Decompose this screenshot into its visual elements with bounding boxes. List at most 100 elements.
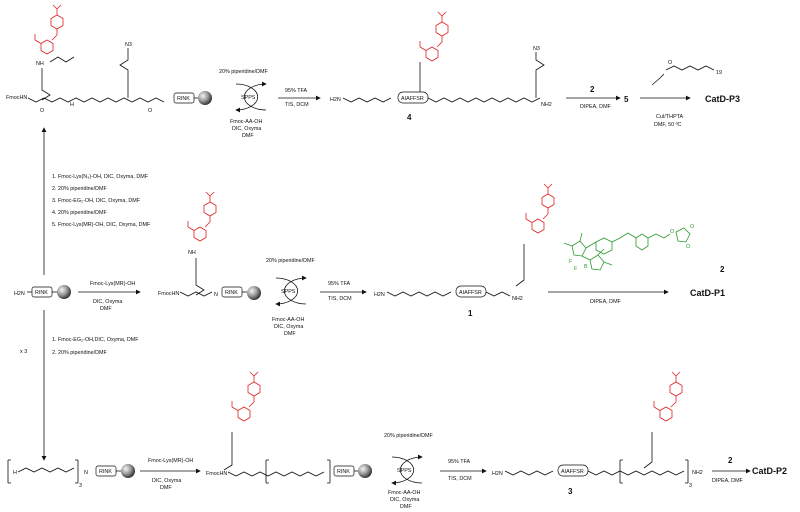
peg-4a bbox=[342, 97, 392, 103]
bracket-right-3 bbox=[685, 459, 689, 484]
peg-bottom-mid bbox=[227, 471, 325, 477]
catd-p1: CatD-P1 bbox=[690, 288, 725, 298]
top-cycle-arrow-1 bbox=[235, 83, 259, 113]
seq-3: AIAFFSR bbox=[561, 469, 584, 475]
bottom-couple-b2: DMF bbox=[160, 485, 172, 491]
top-cycle-reagent: 20% piperidine/DMF bbox=[219, 69, 269, 75]
bottom-final-cond: DIPEA, DMF bbox=[712, 478, 744, 484]
dye-fragment-mid bbox=[187, 191, 217, 242]
c-term-1 bbox=[485, 291, 511, 297]
peg-bottom-start bbox=[17, 467, 75, 473]
top-cycle-arrow-2 bbox=[243, 81, 267, 111]
bottom-cycle-b1: Fmoc-AA-OH bbox=[388, 490, 420, 496]
compound-4-number: 4 bbox=[407, 113, 412, 122]
bodipy-linker: O O O bbox=[619, 224, 694, 251]
n3-4: N3 bbox=[533, 46, 540, 52]
vstep-2: 2. 20% piperidine/DMF bbox=[52, 186, 108, 192]
sub-3-compound: 3 bbox=[689, 483, 692, 489]
top-step2-num: 2 bbox=[590, 85, 595, 94]
nh2-4: NH2 bbox=[541, 102, 552, 108]
catd-p3: CatD-P3 bbox=[705, 94, 740, 104]
peg-linker-top bbox=[27, 97, 165, 103]
repeat-x3: x 3 bbox=[20, 349, 27, 355]
resin-bead-start bbox=[57, 285, 71, 299]
bottom-couple-b1: DIC, Oxyma bbox=[152, 478, 181, 484]
fmochn-top: FmocHN bbox=[6, 95, 27, 101]
nh-mid: NH bbox=[188, 250, 196, 256]
bottom-cycle-arrow-1 bbox=[391, 456, 415, 486]
azido-chain-top bbox=[119, 48, 129, 98]
n3-label-top: N3 bbox=[125, 42, 132, 48]
lys-side-bottom bbox=[223, 432, 233, 471]
nh2-1: NH2 bbox=[512, 296, 523, 302]
vstep-1: 1. Fmoc-Lys(N₃)-OH, DIC, Oxyma, DMF bbox=[52, 174, 149, 180]
rink-label-top: RINK bbox=[177, 96, 190, 102]
dye-fragment-3 bbox=[653, 371, 683, 422]
mid-cycle-b3: DMF bbox=[284, 331, 296, 337]
nh-label-top: NH bbox=[36, 61, 44, 67]
mid-couple-b1: DIC, Oxyma bbox=[93, 299, 122, 305]
bottom-sub-3: 3 bbox=[79, 483, 82, 489]
click-2: DMF, 50 ºC bbox=[654, 122, 682, 128]
peptide-box-1 bbox=[455, 285, 487, 298]
h2n-start: H2N bbox=[14, 291, 25, 297]
mid-couple-b2: DMF bbox=[100, 306, 112, 312]
peg-alkyne bbox=[665, 65, 715, 71]
mid-cycle-spps: SPPS bbox=[281, 289, 296, 295]
rink-label-bottom-mid: RINK bbox=[337, 469, 350, 475]
lys-side-top bbox=[41, 68, 51, 101]
dye-fragment-4 bbox=[419, 11, 449, 62]
mid-h: N bbox=[214, 292, 218, 298]
top-cycle-b2: DIC, Oxyma bbox=[232, 126, 261, 132]
bracket-left-3 bbox=[619, 459, 623, 484]
vstep-3: 3. Fmoc-EG₂-OH, DIC, Oxyma, DMF bbox=[52, 198, 141, 204]
top-step2-cond: DIPEA, DMF bbox=[580, 104, 612, 110]
mid-cycle-b2: DIC, Oxyma bbox=[274, 324, 303, 330]
top-cleave-2: TIS, DCM bbox=[285, 102, 309, 108]
bottom-cleave-1: 95% TFA bbox=[448, 459, 470, 465]
peg-1 bbox=[386, 291, 452, 297]
o-label-top-1: O bbox=[40, 108, 44, 114]
peg-o: O bbox=[668, 60, 672, 66]
svg-text:O: O bbox=[686, 244, 690, 250]
lys-chain-3 bbox=[643, 432, 653, 469]
peptide-box-3 bbox=[557, 464, 589, 477]
bodipy-reagent: F F B bbox=[563, 232, 621, 272]
lstep-1: 1. Fmoc-EG₂-OH,DIC, Oxyma, DMF bbox=[52, 337, 139, 343]
bottom-cycle-spps: SPPS bbox=[397, 468, 412, 474]
compound-3-number: 3 bbox=[568, 487, 573, 496]
nh2-3: NH2 bbox=[692, 470, 703, 476]
mid-couple-top: Fmoc-Lys(MR)-OH bbox=[90, 281, 135, 287]
top-cycle-b3: DMF bbox=[242, 133, 254, 139]
top-cycle-spps: SPPS bbox=[241, 95, 256, 101]
svg-text:B: B bbox=[584, 264, 588, 270]
o-label-top-2: O bbox=[148, 108, 152, 114]
azido-chain-4 bbox=[535, 52, 545, 98]
mid-cycle-arrow-2 bbox=[283, 275, 307, 305]
h-label-top-1: H bbox=[70, 102, 74, 108]
svg-text:O: O bbox=[690, 224, 694, 230]
svg-text:O: O bbox=[670, 229, 674, 235]
svg-text:F: F bbox=[574, 266, 578, 272]
peg-3b bbox=[587, 470, 685, 476]
top-cycle-b1: Fmoc-AA-OH bbox=[230, 119, 262, 125]
mid-cycle-reagent: 20% piperidine/DMF bbox=[266, 258, 316, 264]
dye-fragment-1 bbox=[525, 183, 555, 234]
seq-4: AIAFFSR bbox=[401, 96, 424, 102]
mid-final-cond: DIPEA, DMF bbox=[590, 299, 622, 305]
peg-3a bbox=[504, 470, 554, 476]
peptide-box-4 bbox=[397, 91, 429, 104]
rink-label-bottom-start: RINK bbox=[99, 469, 112, 475]
fmochn-mid: FmocHN bbox=[158, 291, 179, 297]
alkyne-top bbox=[651, 73, 665, 86]
seq-1: AIAFFSR bbox=[459, 290, 482, 296]
bottom-nh: N bbox=[84, 470, 88, 476]
resin-bead-top bbox=[198, 91, 212, 105]
fmochn-bottom: FmocHN bbox=[206, 471, 227, 477]
bracket-right-2 bbox=[327, 459, 331, 484]
vstep-5: 5. Fmoc-Lys(MR)-OH, DIC, Oxyma, DMF bbox=[52, 222, 151, 228]
resin-bead-bottom-start bbox=[121, 464, 135, 478]
click-1: CuI/THPTA bbox=[656, 114, 684, 120]
